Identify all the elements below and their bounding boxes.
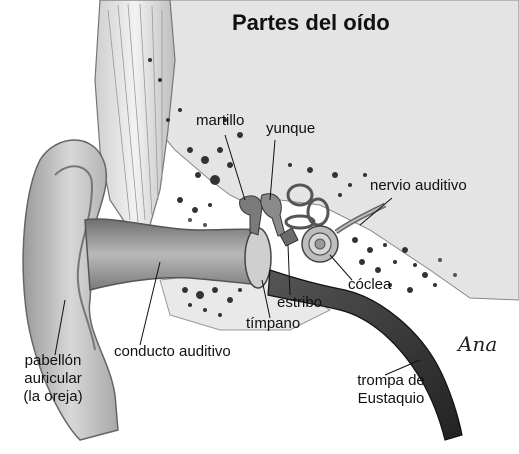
label-estribo: estribo (277, 294, 323, 311)
leader-pabellon (54, 299, 66, 356)
leader-martillo (224, 134, 246, 201)
label-nervio-auditivo: nervio auditivo (370, 177, 467, 194)
leader-coclea (329, 254, 353, 281)
label-trompa-line2: Eustaquio (357, 390, 425, 407)
cochlea-shape (301, 225, 339, 263)
label-pabellon-auricular: pabellón auricular (la oreja) (8, 352, 98, 406)
bone-texture-dots (148, 58, 437, 317)
diagram-title: Partes del oído (232, 10, 390, 35)
artist-signature: Ana (458, 332, 498, 356)
eustachian-tube (267, 269, 463, 441)
label-yunque: yunque (266, 120, 316, 137)
temporal-muscle (94, 0, 176, 231)
leader-timpano (261, 279, 271, 319)
label-trompa-eustaquio: trompa de Eustaquio (336, 372, 446, 408)
leader-lines (54, 134, 421, 376)
label-coclea: cóclea (348, 276, 392, 293)
label-trompa-line1: trompa de (357, 372, 425, 389)
label-pabellon-line1: pabellón (24, 352, 82, 369)
leader-estribo (287, 244, 291, 296)
label-pabellon-line2: auricular (24, 370, 82, 387)
label-pabellon-line3: (la oreja) (23, 388, 83, 405)
leader-conducto (139, 261, 161, 346)
pinna (22, 139, 119, 441)
leader-yunque (269, 139, 276, 201)
malleus (239, 195, 263, 236)
label-conducto-auditivo: conducto auditivo (114, 343, 231, 360)
leader-nervio (359, 197, 393, 226)
leader-trompa (384, 359, 421, 376)
label-martillo: martillo (196, 112, 245, 129)
stapes (279, 227, 299, 247)
tympanic-membrane (244, 227, 272, 289)
semicircular-canals (284, 183, 330, 230)
label-timpano: tímpano (246, 315, 301, 332)
